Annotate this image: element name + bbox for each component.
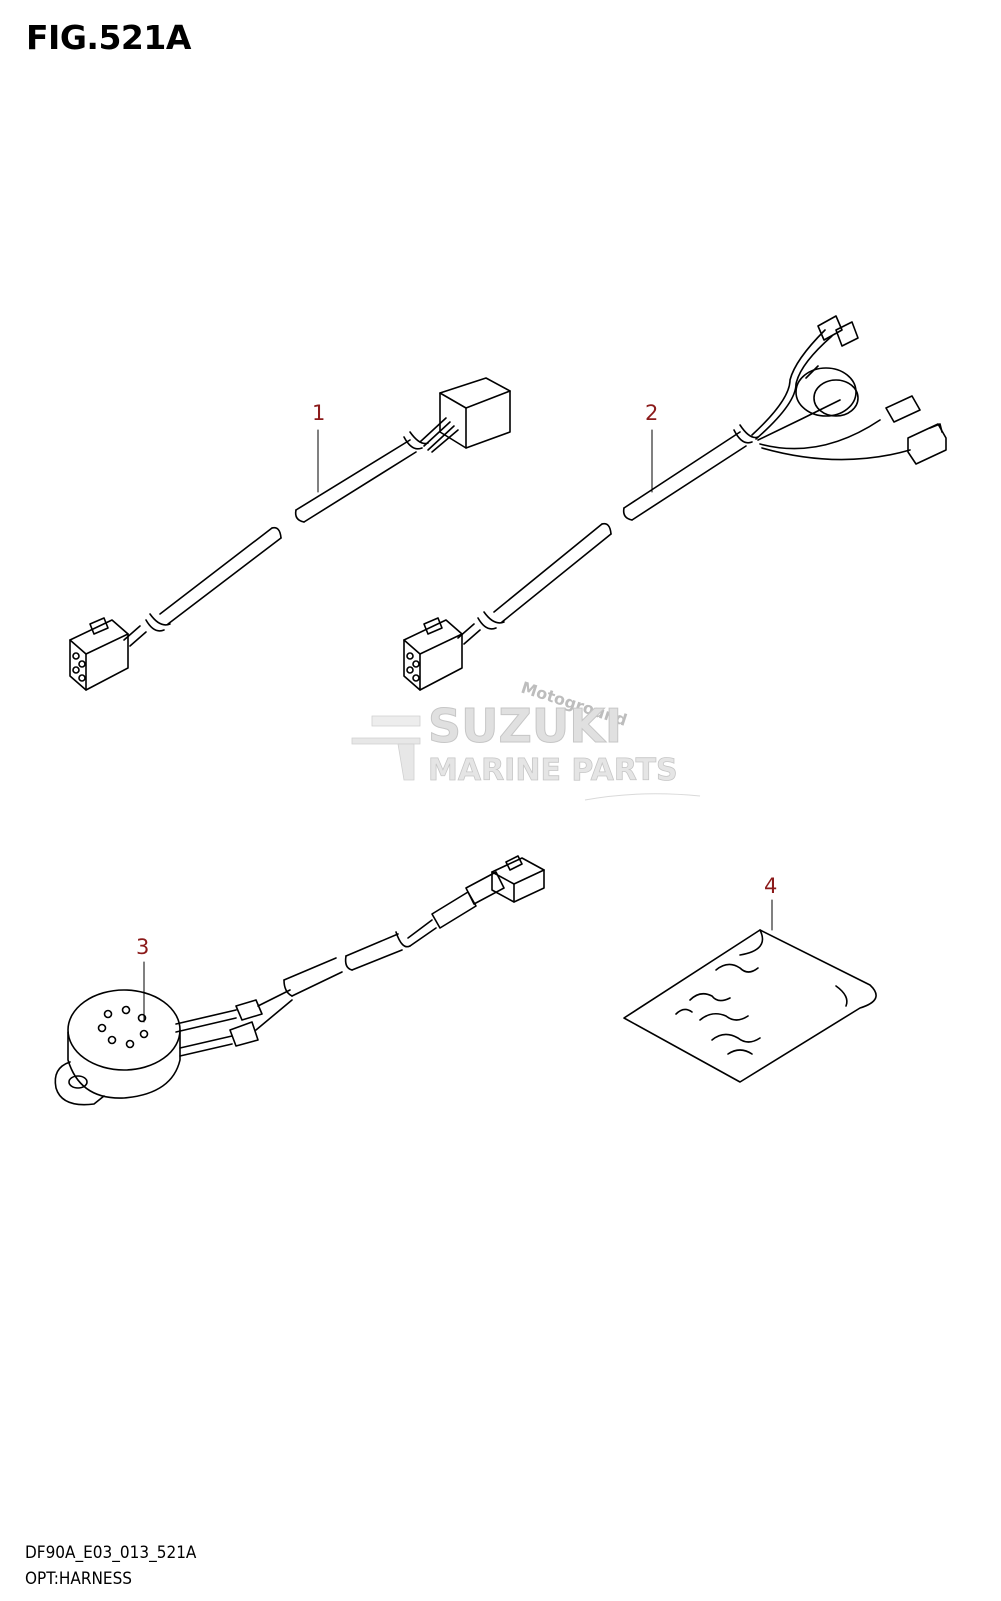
- part-3-buzzer[interactable]: [54, 855, 545, 1106]
- figure-title: FIG.521A: [26, 18, 191, 57]
- callout-3[interactable]: 3: [136, 935, 149, 959]
- watermark-subtitle: MARINE PARTS: [428, 753, 678, 788]
- callout-4[interactable]: 4: [764, 874, 777, 898]
- watermark-logo-stem: [397, 743, 415, 781]
- figure-description: OPT:HARNESS: [25, 1569, 132, 1589]
- watermark-logo-cap: [371, 715, 421, 727]
- part-4-bag[interactable]: [623, 929, 877, 1083]
- part-2-harness[interactable]: [403, 315, 947, 691]
- watermark-logo-bar: [351, 737, 421, 745]
- callout-1[interactable]: 1: [312, 401, 325, 425]
- leader-lines: [143, 429, 773, 1023]
- figure-code: DF90A_E03_013_521A: [25, 1543, 197, 1563]
- watermark: Motoground SUZUKI MARINE PARTS: [351, 678, 701, 801]
- part-1-harness[interactable]: [69, 377, 511, 691]
- watermark-brand: SUZUKI: [428, 699, 622, 753]
- callout-2[interactable]: 2: [645, 401, 658, 425]
